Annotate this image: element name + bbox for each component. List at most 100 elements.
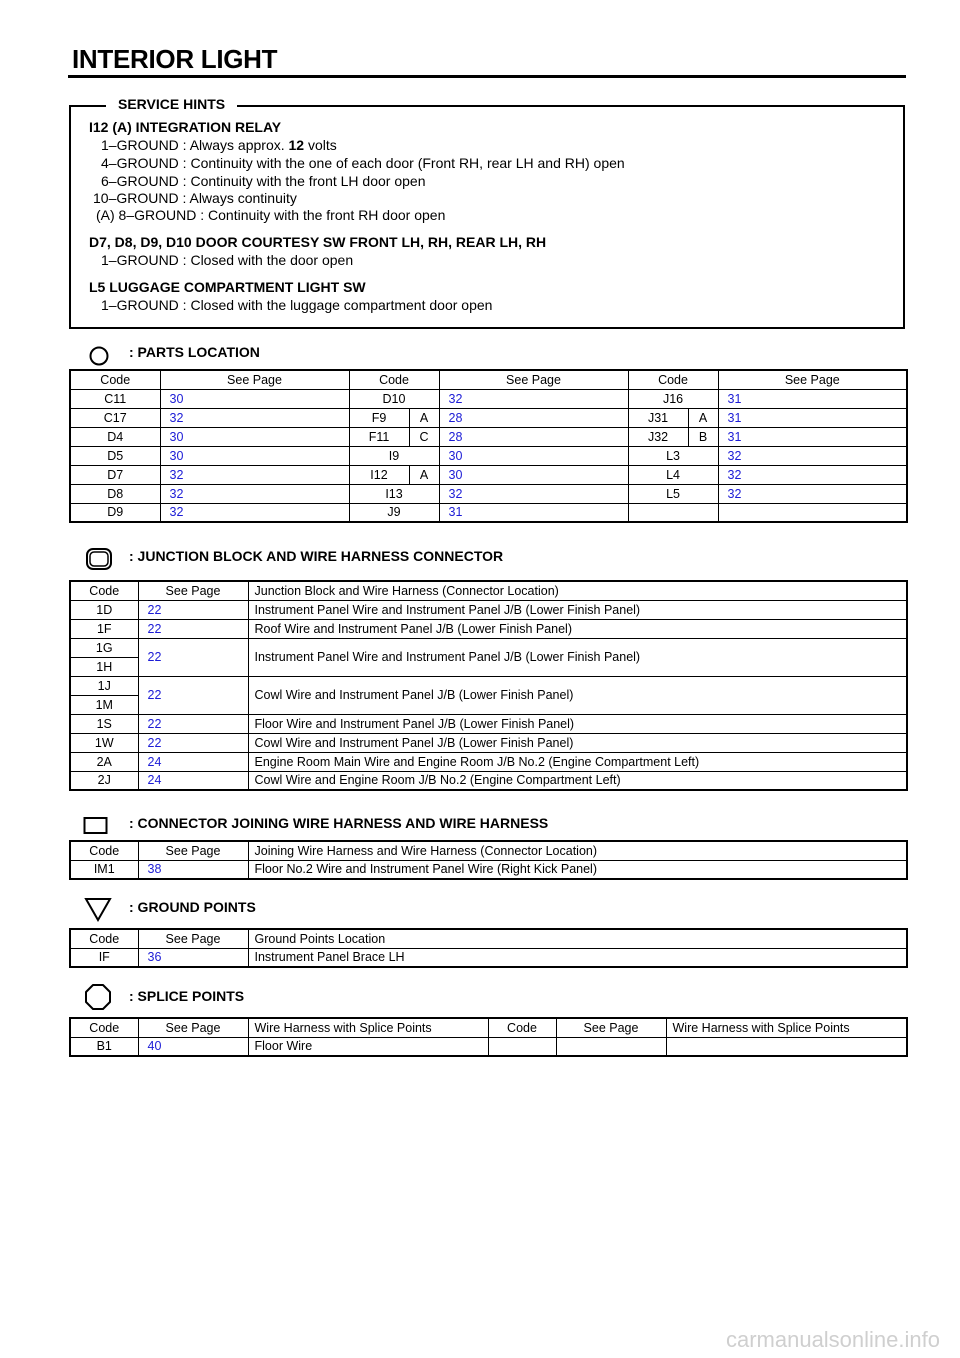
page-link[interactable]: 31 <box>438 502 629 523</box>
service-hints-box <box>69 105 905 329</box>
page-link[interactable]: 24 <box>137 751 249 772</box>
code-cell: L5 <box>627 483 719 504</box>
table-row: 2J 24 Cowl Wire and Engine Room J/B No.2… <box>69 770 908 791</box>
page-link[interactable]: 22 <box>137 637 249 677</box>
code-cell: D10 <box>348 388 440 409</box>
page-link[interactable]: 32 <box>438 388 629 409</box>
table-row: 1G 22 Instrument Panel Wire and Instrume… <box>69 637 908 677</box>
page-link[interactable]: 24 <box>137 770 249 791</box>
page-link[interactable]: 32 <box>438 483 629 504</box>
code-cell: D9 <box>69 502 161 523</box>
splice-points-table: Code See Page Wire Harness with Splice P… <box>69 1017 908 1057</box>
table-row: IM1 38 Floor No.2 Wire and Instrument Pa… <box>69 859 908 880</box>
page-link[interactable]: 30 <box>438 464 629 485</box>
location-cell: Instrument Panel Wire and Instrument Pan… <box>247 599 908 620</box>
table-header-row: Code See Page Junction Block and Wire Ha… <box>69 580 908 601</box>
page-link[interactable]: 22 <box>137 732 249 753</box>
code-cell: IF <box>69 947 139 968</box>
ground-points-table: Code See Page Ground Points Location IF … <box>69 928 908 968</box>
header-cell: Wire Harness with Splice Points <box>247 1017 489 1038</box>
connector-suffix-cell: B <box>687 426 719 447</box>
page-link[interactable]: 28 <box>438 426 629 447</box>
page-link[interactable]: 31 <box>717 388 908 409</box>
page-link <box>555 1036 667 1057</box>
location-cell: Floor Wire <box>247 1036 489 1057</box>
page-link[interactable]: 22 <box>137 675 249 715</box>
page-link[interactable]: 32 <box>159 483 350 504</box>
header-cell: See Page <box>555 1017 667 1038</box>
code-cell: 1W <box>69 732 139 753</box>
location-cell: Cowl Wire and Instrument Panel J/B (Lowe… <box>247 732 908 753</box>
page-link[interactable]: 32 <box>159 502 350 523</box>
page-link[interactable]: 30 <box>438 445 629 466</box>
code-cell: IM1 <box>69 859 139 880</box>
header-cell: Code <box>627 369 719 390</box>
code-cell: 1J <box>69 675 139 696</box>
table-row: IF 36 Instrument Panel Brace LH <box>69 947 908 968</box>
code-cell: 1S <box>69 713 139 734</box>
hint-heading-integration-relay: I12 (A) INTEGRATION RELAY <box>89 119 282 135</box>
page-link[interactable]: 32 <box>159 464 350 485</box>
table-row: C11 30 D10 32 J16 31 <box>69 388 908 409</box>
code-cell: F11 <box>348 426 410 447</box>
location-cell <box>665 1036 908 1057</box>
parts-location-table: Code See Page Code See Page Code See Pag… <box>69 369 909 523</box>
header-cell: Wire Harness with Splice Points <box>665 1017 908 1038</box>
location-cell: Instrument Panel Wire and Instrument Pan… <box>247 637 908 677</box>
page-link[interactable]: 22 <box>137 713 249 734</box>
page-link[interactable]: 40 <box>137 1036 249 1057</box>
code-cell: B1 <box>69 1036 139 1057</box>
code-cell: J32 <box>627 426 689 447</box>
page-link[interactable]: 30 <box>159 426 350 447</box>
splice-octagon-icon <box>85 984 111 1010</box>
hint-line: 4–GROUND : Continuity with the one of ea… <box>101 155 625 171</box>
table-header-row: Code See Page Joining Wire Harness and W… <box>69 840 908 861</box>
header-cell: Code <box>69 928 139 949</box>
header-cell: See Page <box>137 840 249 861</box>
page-link[interactable]: 32 <box>717 445 908 466</box>
page-link[interactable]: 30 <box>159 388 350 409</box>
service-hints-label: SERVICE HINTS <box>106 96 238 112</box>
code-cell: C11 <box>69 388 161 409</box>
table-row: 2A 24 Engine Room Main Wire and Engine R… <box>69 751 908 772</box>
code-cell: D4 <box>69 426 161 447</box>
table-row: B1 40 Floor Wire <box>69 1036 908 1057</box>
page-link[interactable]: 32 <box>717 464 908 485</box>
table-row: 1F 22 Roof Wire and Instrument Panel J/B… <box>69 618 908 639</box>
header-cell: Code <box>348 369 440 390</box>
page-link[interactable]: 22 <box>137 618 249 639</box>
page-link[interactable]: 28 <box>438 407 629 428</box>
page-link[interactable]: 36 <box>137 947 249 968</box>
page-link[interactable]: 32 <box>159 407 350 428</box>
junction-block-title: : JUNCTION BLOCK AND WIRE HARNESS CONNEC… <box>129 548 504 564</box>
splice-points-title: : SPLICE POINTS <box>129 988 245 1004</box>
circle-icon <box>89 346 109 366</box>
hint-line: 1–GROUND : Closed with the door open <box>101 252 354 268</box>
parts-location-title: : PARTS LOCATION <box>129 344 260 360</box>
table-header-row: Code See Page Ground Points Location <box>69 928 908 949</box>
header-cell: Junction Block and Wire Harness (Connect… <box>247 580 908 601</box>
page-link[interactable]: 38 <box>137 859 249 880</box>
header-cell: See Page <box>717 369 908 390</box>
location-cell: Cowl Wire and Instrument Panel J/B (Lowe… <box>247 675 908 715</box>
hint-line: 6–GROUND : Continuity with the front LH … <box>101 173 426 189</box>
location-cell: Cowl Wire and Engine Room J/B No.2 (Engi… <box>247 770 908 791</box>
table-row: 1D 22 Instrument Panel Wire and Instrume… <box>69 599 908 620</box>
page-link[interactable]: 32 <box>717 483 908 504</box>
header-cell: Code <box>487 1017 557 1038</box>
junction-block-table: Code See Page Junction Block and Wire Ha… <box>69 580 908 791</box>
page-link[interactable]: 31 <box>717 407 908 428</box>
page-link[interactable]: 30 <box>159 445 350 466</box>
ground-points-title: : GROUND POINTS <box>129 899 256 915</box>
header-cell: Code <box>69 840 139 861</box>
page-link[interactable]: 31 <box>717 426 908 447</box>
code-cell: 1G <box>69 637 139 658</box>
header-cell: See Page <box>438 369 629 390</box>
table-row: D4 30 F11 C 28 J32 B 31 <box>69 426 908 447</box>
page-link[interactable]: 22 <box>137 599 249 620</box>
table-row: D9 32 J9 31 <box>69 502 908 523</box>
header-cell: See Page <box>137 928 249 949</box>
code-cell: D8 <box>69 483 161 504</box>
hint-line: 1–GROUND : Closed with the luggage compa… <box>101 297 493 313</box>
code-cell: 1H <box>69 656 139 677</box>
